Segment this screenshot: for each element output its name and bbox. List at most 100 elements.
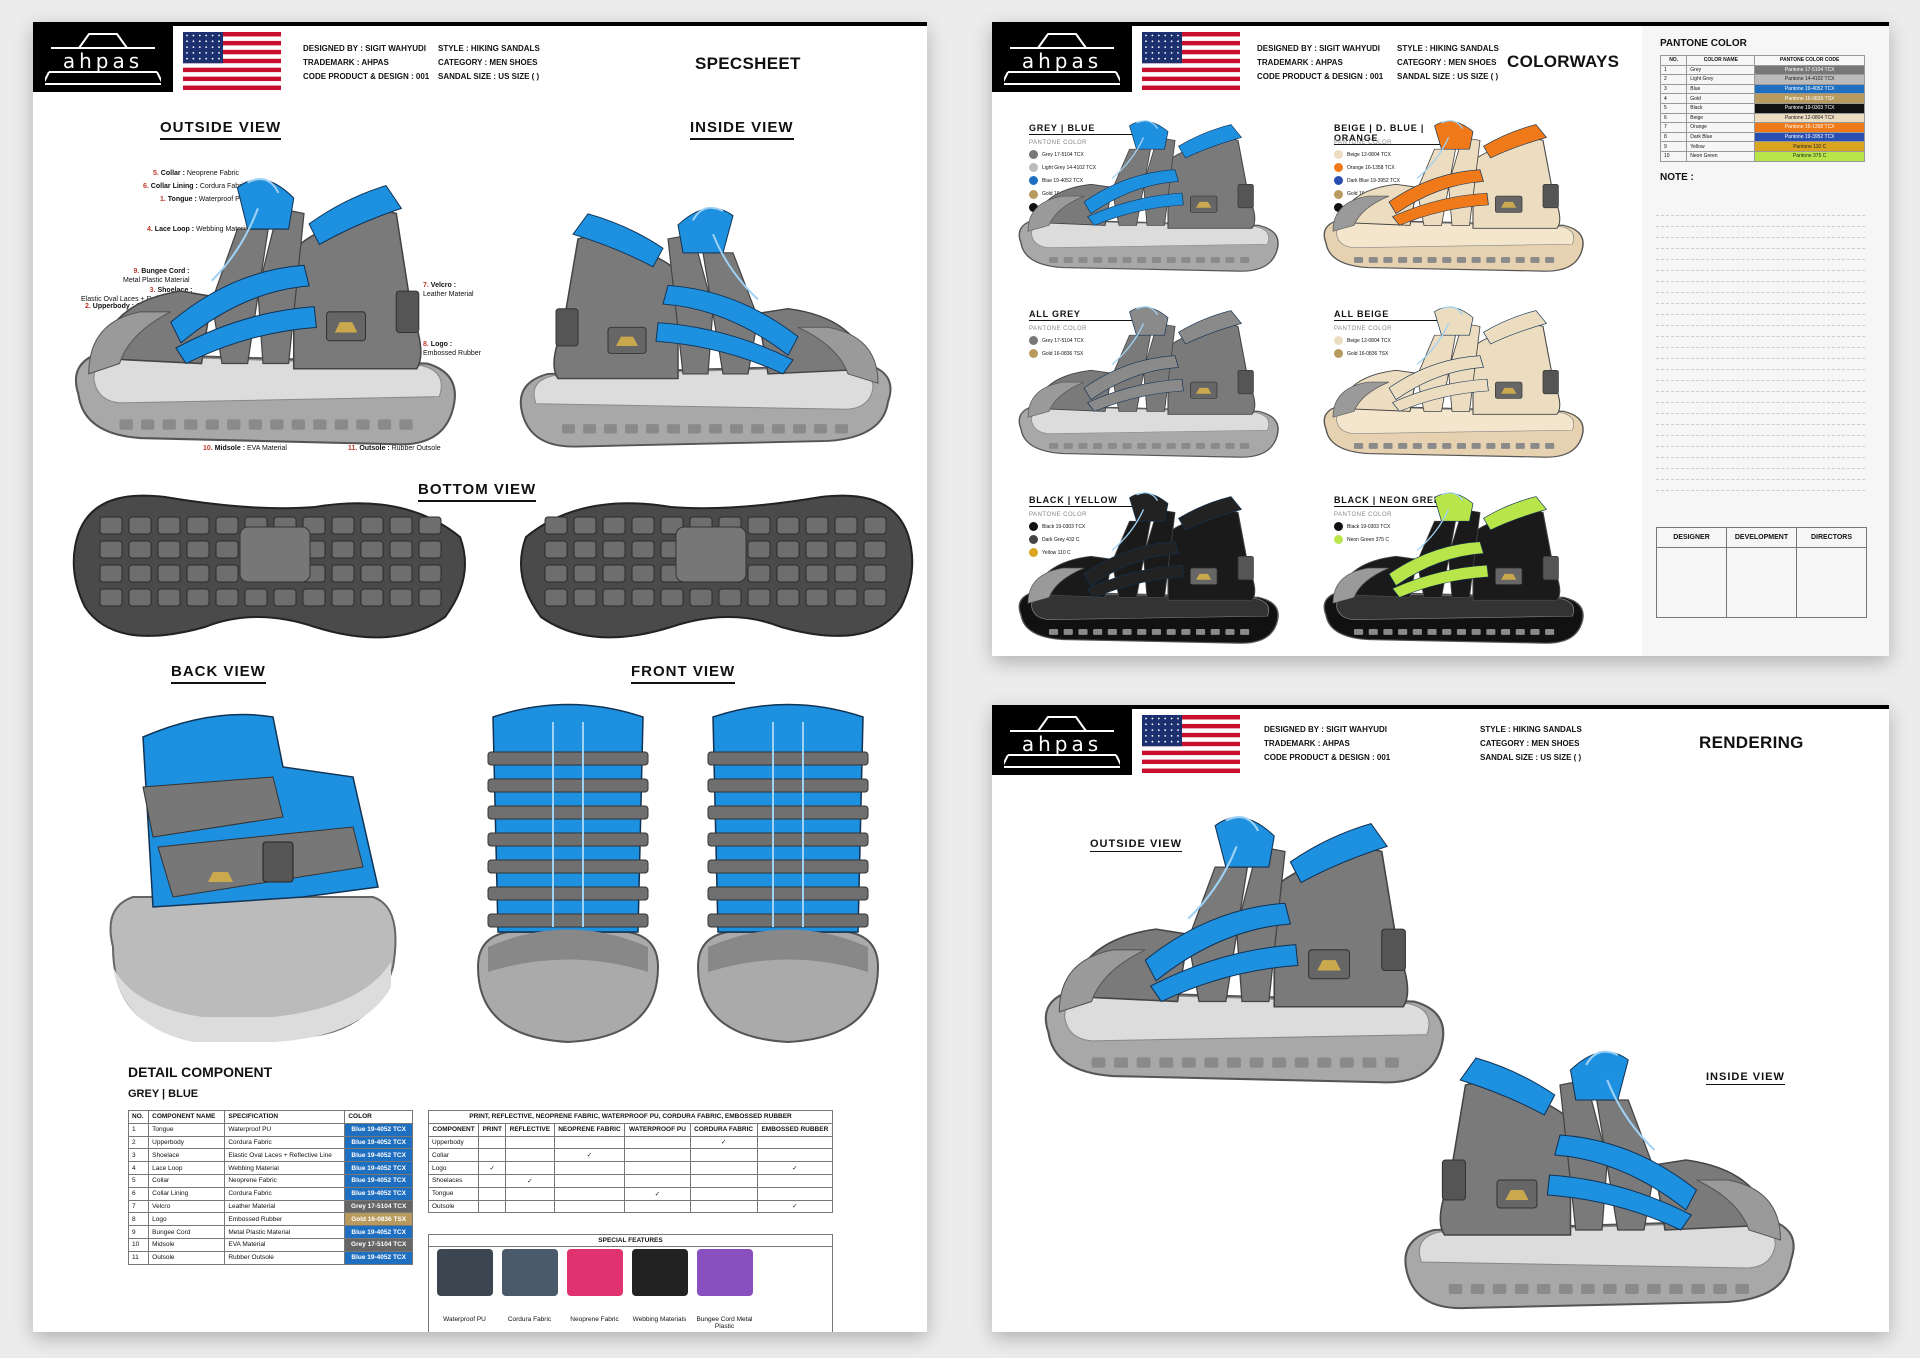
pantone-header: COLOR NAME xyxy=(1686,55,1756,66)
check-mark-icon: ✓ xyxy=(478,1161,507,1175)
color-dot xyxy=(1334,202,1343,212)
empty-cell xyxy=(478,1148,507,1163)
pantone-color-item: Black 19-0303 TCX xyxy=(1029,522,1085,531)
comp-header: SPECIFICATION xyxy=(224,1110,346,1124)
material-swatch xyxy=(566,1249,623,1296)
meta-left: DESIGNED BY : SIGIT WAHYUDI TRADEMARK : … xyxy=(303,44,430,81)
pantone-subtitle: PANTONE COLOR xyxy=(1334,326,1392,332)
signoff-box[interactable] xyxy=(1796,547,1867,618)
color-swatch-cell: Blue 19-4052 TCX xyxy=(344,1173,413,1188)
signoff-header: DEVELOPMENT xyxy=(1726,527,1797,548)
pantone-subtitle: PANTONE COLOR xyxy=(1334,140,1392,146)
logo-emboss-icon xyxy=(1196,201,1212,208)
pantone-code-cell: Pantone 19-0303 TCX xyxy=(1754,102,1865,114)
empty-cell xyxy=(689,1199,758,1214)
pantone-color-item: Grey 17-5104 TCX xyxy=(1029,150,1084,159)
special-feature-item: Neoprene Fabric xyxy=(564,1249,625,1330)
colorway-shoe xyxy=(1323,492,1584,644)
empty-cell xyxy=(756,1186,834,1201)
colorway-shoe xyxy=(1323,120,1584,272)
pantone-subtitle: PANTONE COLOR xyxy=(1029,140,1087,146)
signoff-box[interactable] xyxy=(1726,547,1797,618)
header: ahpas DESIGNED BY : SIGIT WAHYUDI TRADEM… xyxy=(33,22,927,92)
pantone-code-cell: Pantone 375 C xyxy=(1754,150,1865,162)
empty-cell xyxy=(553,1135,626,1150)
brand-logo: ahpas xyxy=(992,705,1132,775)
color-dot xyxy=(1334,150,1343,159)
usa-flag-icon xyxy=(183,32,281,90)
logo-emboss-icon xyxy=(208,872,233,882)
usa-flag-icon xyxy=(1142,32,1240,90)
logo-emboss-icon xyxy=(1501,201,1517,208)
pantone-color-item: Blue 19-4052 TCX xyxy=(1029,176,1083,186)
pantone-header: PANTONE COLOR CODE xyxy=(1754,55,1865,66)
table-row: Upperbody✓ xyxy=(427,1135,834,1150)
detail-colorway-name: GREY | BLUE xyxy=(128,1088,199,1100)
feature-header: COMPONENT xyxy=(427,1122,480,1137)
render-outside-label: OUTSIDE VIEW xyxy=(1090,838,1183,852)
feature-table: PRINT, REFLECTIVE, NEOPRENE FABRIC, WATE… xyxy=(427,1110,834,1214)
signoff-box[interactable] xyxy=(1656,547,1727,618)
pantone-color-item: Grey 17-5104 TCX xyxy=(1029,336,1084,345)
comp-header: COLOR xyxy=(344,1110,413,1124)
color-dot xyxy=(1029,336,1038,345)
color-dot xyxy=(1334,176,1343,186)
empty-cell xyxy=(553,1161,626,1175)
color-swatch-cell: Gold 16-0836 TSX xyxy=(344,1212,413,1227)
empty-cell xyxy=(624,1199,691,1214)
color-dot xyxy=(1029,176,1038,186)
pantone-title: PANTONE COLOR xyxy=(1660,38,1747,49)
pantone-color-item: Beige 12-0804 TCX xyxy=(1334,150,1391,159)
special-feature-item: Waterproof PU xyxy=(434,1249,495,1330)
header: ahpas DESIGNED BY : SIGIT WAHYUDI TRADEM… xyxy=(992,705,1889,775)
brand-logo: ahpas xyxy=(33,22,173,92)
logo-emboss-icon xyxy=(1505,1190,1529,1200)
pantone-color-item: Dark Grey 432 C xyxy=(1029,535,1080,545)
signoff-header: DIRECTORS xyxy=(1796,527,1867,548)
callout-label: 11. Outsole : Rubber Outsole xyxy=(348,445,441,452)
special-features-title: SPECIAL FEATURES xyxy=(429,1235,832,1247)
colorway-name: ALL GREY xyxy=(1029,309,1159,321)
pantone-subtitle: PANTONE COLOR xyxy=(1029,326,1087,332)
comp-header: COMPONENT NAME xyxy=(148,1110,226,1124)
pantone-color-item: Dark Blue 19-3952 TCX xyxy=(1334,176,1400,186)
empty-cell xyxy=(505,1135,555,1150)
outside-view-label: OUTSIDE VIEW xyxy=(160,119,282,140)
colorway-shoe xyxy=(1018,306,1279,458)
pantone-color-item: Yellow 110 C xyxy=(1029,548,1071,558)
color-dot xyxy=(1334,189,1343,199)
color-dot xyxy=(1029,202,1038,212)
empty-cell xyxy=(553,1173,626,1188)
color-dot xyxy=(1029,163,1038,173)
pantone-color-item: Beige 12-0804 TCX xyxy=(1334,336,1391,345)
pantone-code-cell: Pantone 14-4102 TCX xyxy=(1754,74,1865,85)
callout-label: 6. Collar Lining : Cordura Fabric xyxy=(143,183,247,190)
callout-label: 4. Lace Loop : Webbing Material xyxy=(147,226,251,233)
feature-header: PRINT xyxy=(478,1122,507,1137)
detail-component-title: DETAIL COMPONENT xyxy=(128,1064,273,1080)
page-title: RENDERING xyxy=(1699,733,1804,752)
feature-header: REFLECTIVE xyxy=(505,1122,555,1137)
empty-cell xyxy=(505,1199,555,1214)
empty-cell xyxy=(624,1135,691,1150)
colorway-shoe xyxy=(1323,306,1584,458)
color-dot xyxy=(1334,522,1343,531)
colorway-shoe xyxy=(1018,120,1279,272)
empty-cell xyxy=(689,1161,758,1175)
pantone-code-cell: Pantone 16-0836 TSX xyxy=(1754,93,1865,104)
note-area[interactable] xyxy=(1656,205,1865,491)
pantone-subtitle: PANTONE COLOR xyxy=(1334,512,1392,518)
pantone-code-cell: Pantone 12-0804 TCX xyxy=(1754,112,1865,124)
logo-wordmark: ahpas xyxy=(62,49,144,73)
empty-cell xyxy=(478,1173,507,1188)
logo-mark-icon xyxy=(1004,33,1120,85)
